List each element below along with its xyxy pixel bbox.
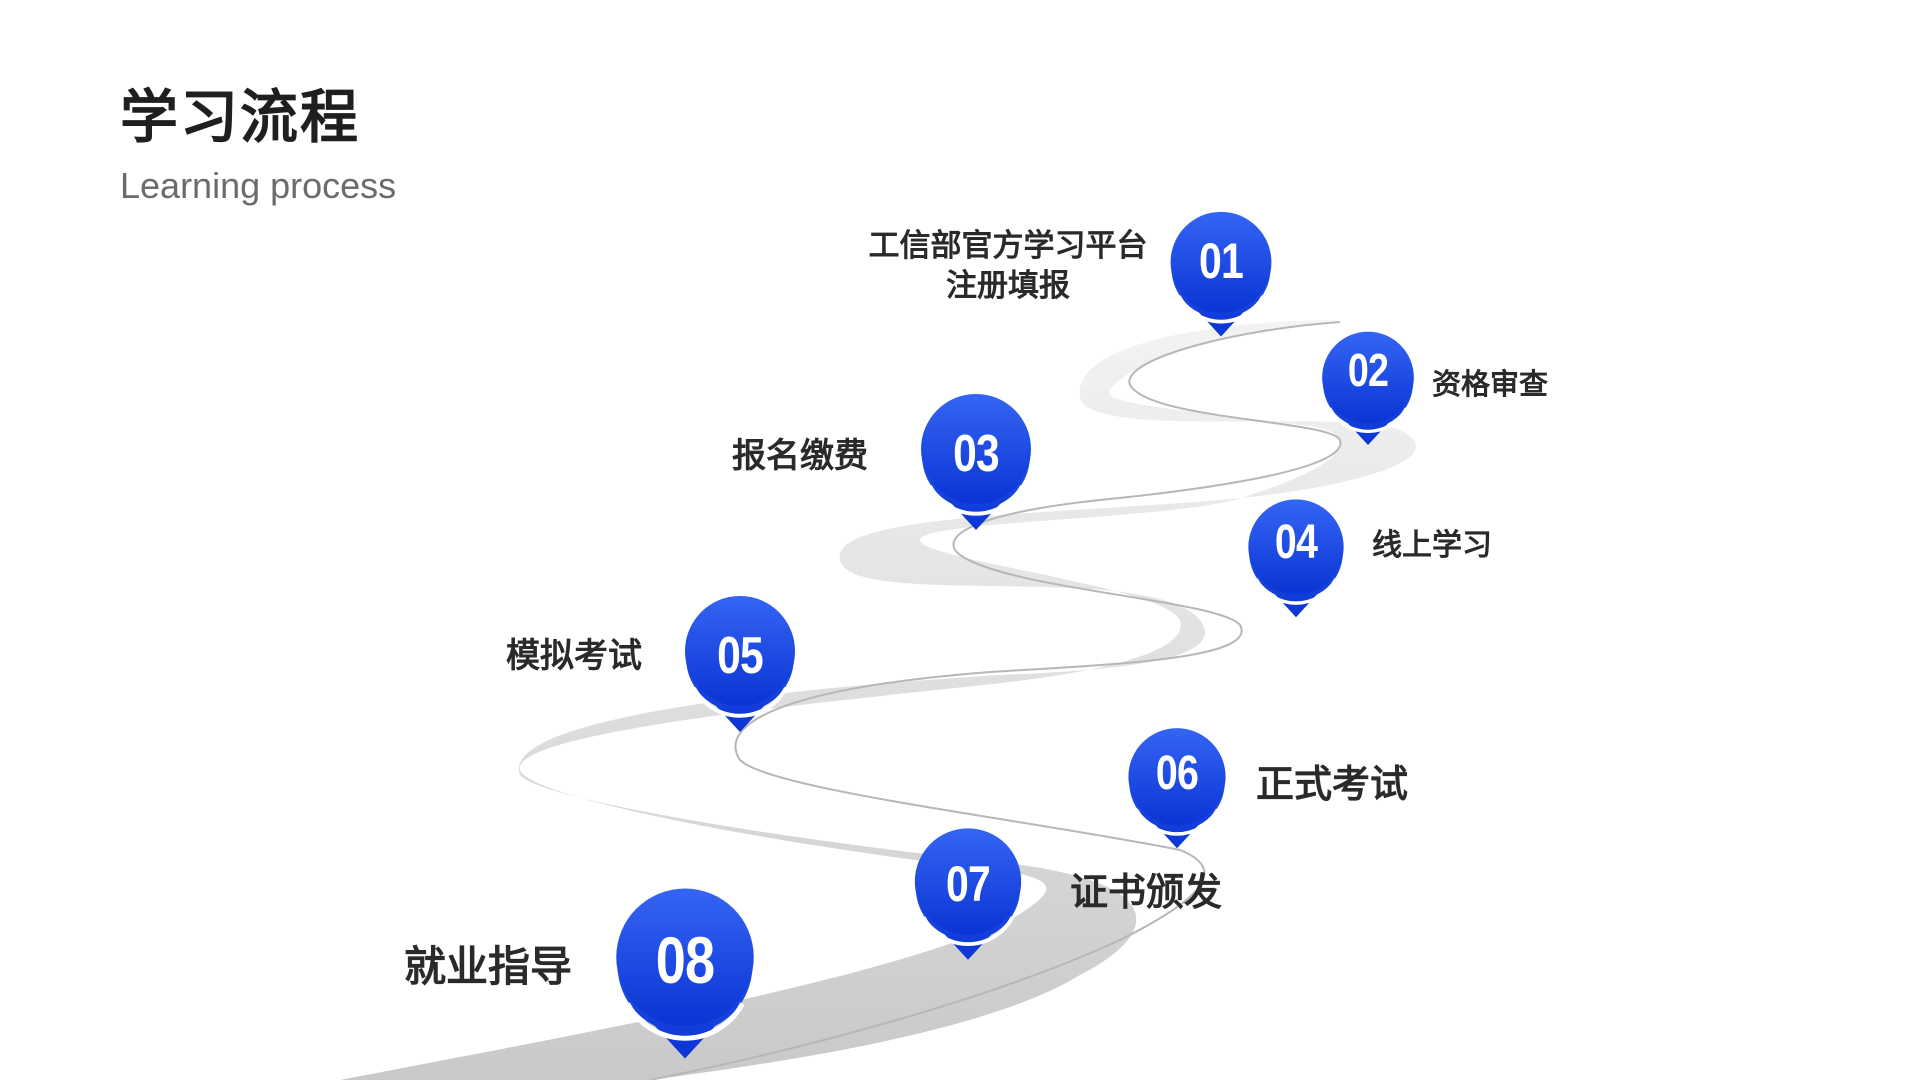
step-number: 02 xyxy=(1347,344,1389,396)
page-subtitle: Learning process xyxy=(120,165,397,206)
step-07-pin: 07 xyxy=(910,826,1026,966)
step-04-label: 线上学习 xyxy=(1372,528,1492,563)
step-number: 01 xyxy=(1199,233,1244,289)
map-pin-icon xyxy=(685,596,795,732)
step-06-label: 正式考试 xyxy=(1256,762,1409,806)
step-01-pin: 01 xyxy=(1166,206,1276,346)
step-02-pin: 02 xyxy=(1318,320,1418,460)
map-pin-icon xyxy=(1248,499,1344,618)
map-pin-icon xyxy=(1170,211,1272,337)
step-01-label-line1: 工信部官方学习平台 xyxy=(868,228,1148,264)
step-01-label: 工信部官方学习平台 注册填报 xyxy=(858,226,1158,307)
map-pin-icon xyxy=(914,828,1022,960)
step-08-label: 就业指导 xyxy=(404,942,573,991)
road-surface xyxy=(340,320,1416,1080)
map-pin-icon xyxy=(1128,728,1226,849)
step-08-pin: 08 xyxy=(610,888,760,1064)
step-number: 06 xyxy=(1155,746,1199,800)
step-number: 07 xyxy=(946,856,991,912)
map-pin-icon xyxy=(616,888,754,1059)
step-05-pin: 05 xyxy=(680,596,800,736)
step-number: 04 xyxy=(1274,515,1318,569)
step-number: 03 xyxy=(953,425,1000,483)
map-pin-icon xyxy=(921,394,1031,530)
step-02-label: 资格审查 xyxy=(1432,367,1549,401)
step-01-label-line2: 注册填报 xyxy=(946,268,1070,305)
step-04-pin: 04 xyxy=(1244,490,1348,630)
step-03-pin: 03 xyxy=(916,394,1036,534)
page-title: 学习流程 xyxy=(120,83,361,151)
map-pin-icon xyxy=(1322,331,1414,445)
road-center-line xyxy=(649,321,1342,1080)
step-number: 05 xyxy=(717,627,764,685)
step-06-pin: 06 xyxy=(1124,720,1230,860)
step-05-label: 模拟考试 xyxy=(506,636,642,676)
step-number: 08 xyxy=(655,923,715,997)
step-07-label: 证书颁发 xyxy=(1070,870,1223,914)
step-03-label: 报名缴费 xyxy=(732,436,868,476)
